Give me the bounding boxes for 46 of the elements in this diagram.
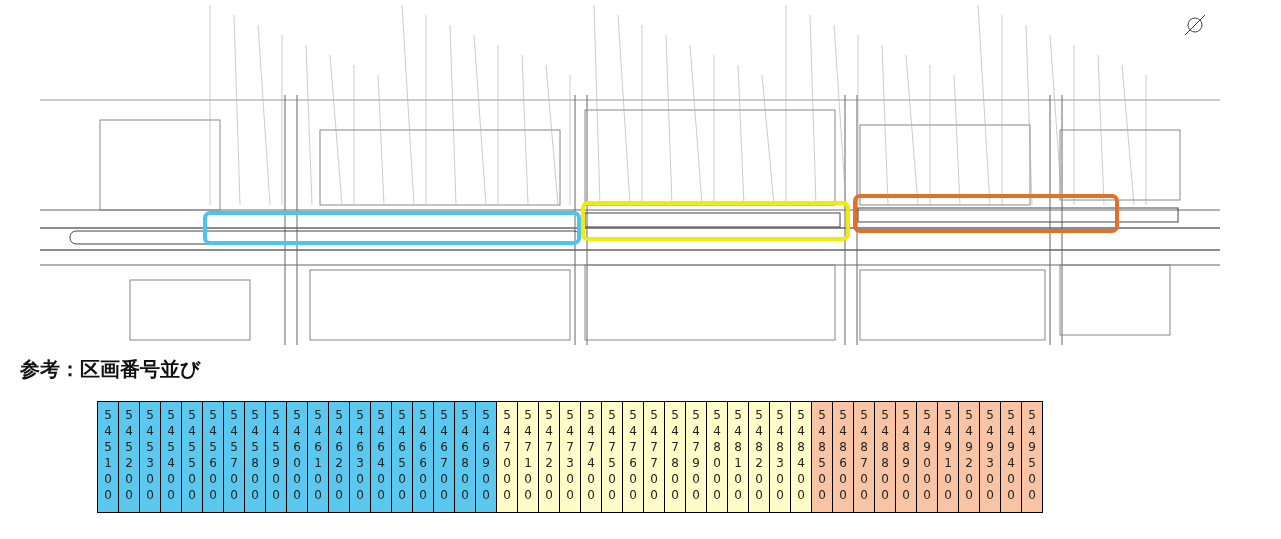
parcel-number: 548000	[709, 408, 725, 504]
parcel-number: 546400	[373, 408, 389, 504]
parcel-number: 545800	[247, 408, 263, 504]
parcel-number: 547500	[604, 408, 620, 504]
parcel-number: 547800	[667, 408, 683, 504]
parcel-number: 547700	[646, 408, 662, 504]
parcel-number: 545600	[205, 408, 221, 504]
parcel-number: 549200	[961, 408, 977, 504]
parcel-number: 546200	[331, 408, 347, 504]
parcel-number: 546600	[415, 408, 431, 504]
parcel-number: 548500	[814, 408, 830, 504]
parcel-number: 545700	[226, 408, 242, 504]
parcel-number: 546700	[436, 408, 452, 504]
parcel-number: 548600	[835, 408, 851, 504]
parcel-number: 548700	[856, 408, 872, 504]
parcel-number: 547600	[625, 408, 641, 504]
parcel-number: 547100	[520, 408, 536, 504]
parcel-number: 545200	[121, 408, 137, 504]
parcel-number: 549300	[982, 408, 998, 504]
parcel-number: 547300	[562, 408, 578, 504]
parcel-number: 545300	[142, 408, 158, 504]
parcel-number: 547900	[688, 408, 704, 504]
parcel-number: 549400	[1003, 408, 1019, 504]
parcel-number: 548900	[898, 408, 914, 504]
parcel-number: 546000	[289, 408, 305, 504]
parcel-number: 547000	[499, 408, 515, 504]
parcel-number: 546300	[352, 408, 368, 504]
parcel-number: 548200	[751, 408, 767, 504]
parcel-number: 549500	[1024, 408, 1040, 504]
parcel-number: 549000	[919, 408, 935, 504]
parcel-number: 546500	[394, 408, 410, 504]
parcel-number: 547200	[541, 408, 557, 504]
parcel-number: 548400	[793, 408, 809, 504]
parcel-number: 545900	[268, 408, 284, 504]
parcel-number: 546100	[310, 408, 326, 504]
parcel-number: 548800	[877, 408, 893, 504]
section-heading: 参考：区画番号並び	[20, 356, 200, 383]
parcel-number: 548100	[730, 408, 746, 504]
parcel-number: 546800	[457, 408, 473, 504]
parcel-number: 545400	[163, 408, 179, 504]
parcel-number: 548300	[772, 408, 788, 504]
parcel-number: 545500	[184, 408, 200, 504]
parcel-number: 545100	[100, 408, 116, 504]
parcel-number: 549100	[940, 408, 956, 504]
parcel-number: 547400	[583, 408, 599, 504]
parcel-number: 546900	[478, 408, 494, 504]
